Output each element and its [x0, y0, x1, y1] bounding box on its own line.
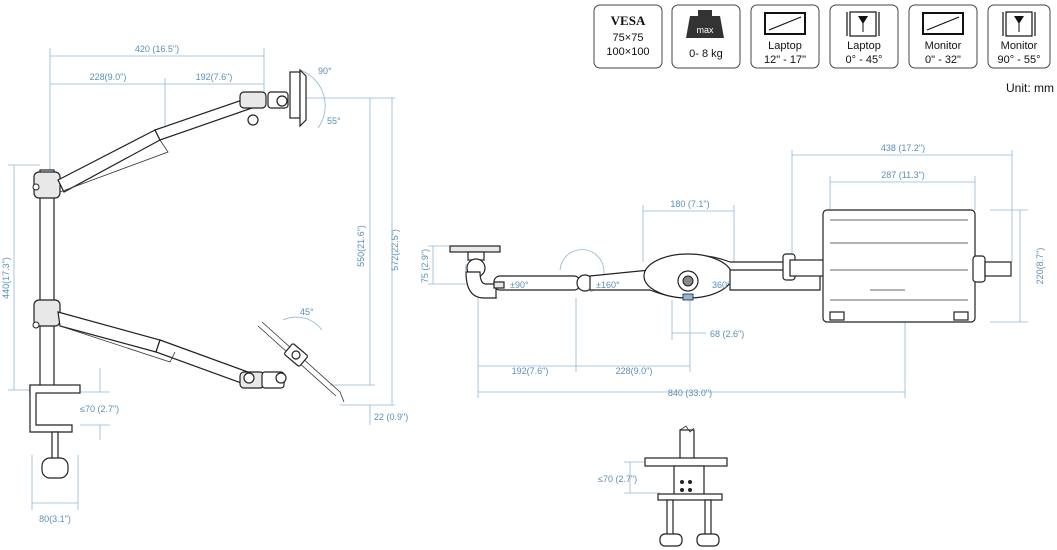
side-lower-arm: [57, 311, 345, 403]
dim-width-438: 438 (17.2"): [881, 143, 925, 153]
vesa-size-1: 75×75: [613, 32, 644, 44]
laptop-size-spec-box: Laptop 12" - 17": [750, 4, 820, 69]
dim-tilt-up: 90°: [318, 66, 332, 76]
top-view: 438 (17.2") 287 (11.3") 180 (7.1") 75 (2…: [420, 143, 1045, 398]
monitor-size-label: Monitor: [925, 40, 962, 52]
side-view-dimension-lines: [8, 48, 395, 510]
dim-laptop-tilt: 45°: [300, 307, 314, 317]
laptop-size-label: Laptop: [768, 40, 802, 52]
laptop-tilt-spec-box: Laptop 0° - 45°: [829, 4, 899, 69]
dim-tilt-down: 55°: [327, 116, 341, 126]
laptop-size-value: 12" - 17": [764, 54, 806, 66]
weight-icon: max: [686, 10, 724, 38]
weight-icon-label: max: [696, 25, 714, 35]
monitor-size-spec-box: Monitor 0" - 32": [908, 4, 978, 69]
monitor-tilt-value: 90° - 55°: [997, 54, 1040, 66]
dim-height-220: 220(8.7"): [1035, 248, 1045, 285]
dim-arm-seg1: 228(9.0"): [90, 72, 127, 82]
vesa-title: VESA: [611, 13, 646, 28]
laptop-size-icon: [764, 12, 806, 35]
side-clamp: [29, 384, 81, 479]
monitor-tilt-label: Monitor: [1001, 40, 1038, 52]
dim-rot-360: 360°: [712, 280, 731, 290]
top-vesa-plate: [449, 245, 501, 299]
top-view-dimension-lines: [428, 150, 1028, 398]
vesa-size-2: 100×100: [606, 46, 649, 58]
dim-width-287: 287 (11.3"): [881, 170, 925, 180]
dim-height-572: 572(22.5"): [390, 229, 400, 271]
dim-base-offset: 22 (0.9"): [374, 412, 408, 422]
dim-offset-68: 68 (2.6"): [710, 329, 744, 339]
laptop-tilt-icon: [846, 11, 880, 37]
unit-label: Unit: mm: [1006, 81, 1054, 95]
dim-rot-160: ±160°: [596, 280, 620, 290]
laptop-tilt-value: 0° - 45°: [846, 54, 883, 66]
side-pole: [32, 169, 61, 391]
dim-seg-228: 228(9.0"): [616, 366, 653, 376]
dim-center-180: 180 (7.1"): [670, 199, 709, 209]
dim-base-width: 80(3.1"): [39, 514, 71, 524]
max-load-spec-box: max 0- 8 kg: [671, 4, 741, 69]
monitor-tilt-icon: [1002, 11, 1036, 37]
dim-height-75: 75 (2.9"): [420, 249, 430, 283]
top-laptop-tray: [822, 209, 1012, 323]
dim-seg-192: 192(7.6"): [512, 366, 549, 376]
top-arm-left: [493, 274, 594, 292]
monitor-size-icon: [922, 12, 964, 35]
max-load-value: 0- 8 kg: [689, 48, 723, 60]
monitor-tilt-spec-box: Monitor 90° - 55°: [987, 4, 1051, 69]
dim-pole-height: 440(17.3"): [1, 257, 11, 299]
dim-height-550: 550(21.6"): [356, 225, 366, 267]
dim-clamp-detail-thickness: ≤70 (2.7"): [598, 474, 637, 484]
side-view: 420 (16.5") 228(9.0") 192(7.6") 90° 55° …: [1, 44, 408, 524]
laptop-tilt-label: Laptop: [847, 40, 881, 52]
clamp-detail: ≤70 (2.7"): [598, 425, 728, 547]
dim-arm-seg2: 192(7.6"): [196, 72, 233, 82]
top-arm-right: [729, 253, 827, 291]
monitor-size-value: 0" - 32": [925, 54, 961, 66]
dim-total-840: 840 (33.0"): [668, 388, 712, 398]
dim-width-total: 420 (16.5"): [135, 44, 179, 54]
dim-rot-90: ±90°: [510, 280, 529, 290]
side-upper-arm: [57, 68, 307, 193]
dim-clamp-thickness: ≤70 (2.7"): [80, 404, 119, 414]
vesa-spec-box: VESA 75×75 100×100: [593, 4, 663, 69]
spec-icons: VESA 75×75 100×100 max 0- 8 kg Laptop 12…: [593, 4, 1054, 95]
